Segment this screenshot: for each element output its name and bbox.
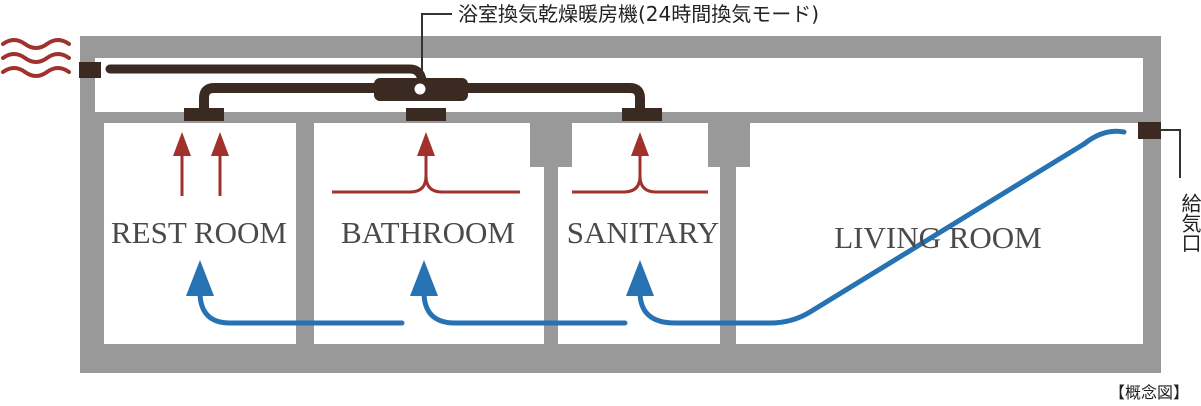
exhaust-arrow-sanitary [572, 150, 708, 194]
ceiling-drops [530, 123, 750, 167]
intake-label: 給気口 [1178, 193, 1201, 253]
grille-bathroom [406, 108, 446, 121]
intake-flow-main [637, 128, 1127, 326]
room-label-bathroom: BATHROOM [341, 215, 515, 250]
exhaust-arrowhead-4 [631, 132, 649, 156]
exhaust-arrowheads [173, 132, 649, 156]
room-label-living: LIVING ROOM [834, 220, 1042, 255]
intake-vent [1138, 122, 1161, 139]
intake-flow-bathroom [421, 289, 628, 326]
grille-restroom [184, 108, 224, 121]
exhaust-outlet [79, 62, 101, 78]
intake-arrowhead-sanitary [626, 260, 654, 296]
diagram-title: 浴室換気乾燥暖房機(24時間換気モード) [458, 2, 819, 26]
intake-arrowheads [186, 260, 654, 296]
intake-leader-line [1161, 129, 1181, 178]
intake-leader [1161, 129, 1181, 178]
exhaust-arrows [180, 150, 708, 196]
exhaust-arrowhead-3 [417, 132, 435, 156]
ceiling-drop-2 [708, 123, 750, 167]
intake-arrowhead-restroom [186, 260, 214, 296]
exhaust-wave-icon [1, 38, 71, 78]
grille-sanitary [622, 108, 662, 121]
intake-arrowhead-bathroom [410, 260, 438, 296]
exhaust-arrowhead-2 [211, 132, 229, 156]
exhaust-wave-3 [1, 66, 71, 78]
exhaust-arrowhead-1 [173, 132, 191, 156]
exhaust-wave-1 [1, 38, 71, 50]
ventilation-unit-fan-icon [413, 82, 427, 96]
title-leader [421, 13, 452, 78]
title-leader-line [421, 13, 452, 78]
room-label-restroom: REST ROOM [111, 215, 287, 250]
note-label: 【概念図】 [1109, 383, 1189, 402]
intake-flow-restroom [197, 289, 405, 326]
intake-flow [197, 128, 1127, 326]
exhaust-arrow-bathroom [332, 150, 520, 194]
ceiling-drop-1 [530, 123, 572, 167]
room-label-sanitary: SANITARY [567, 215, 720, 250]
exhaust-wave-2 [1, 52, 71, 64]
interior-spaces [95, 58, 1143, 344]
